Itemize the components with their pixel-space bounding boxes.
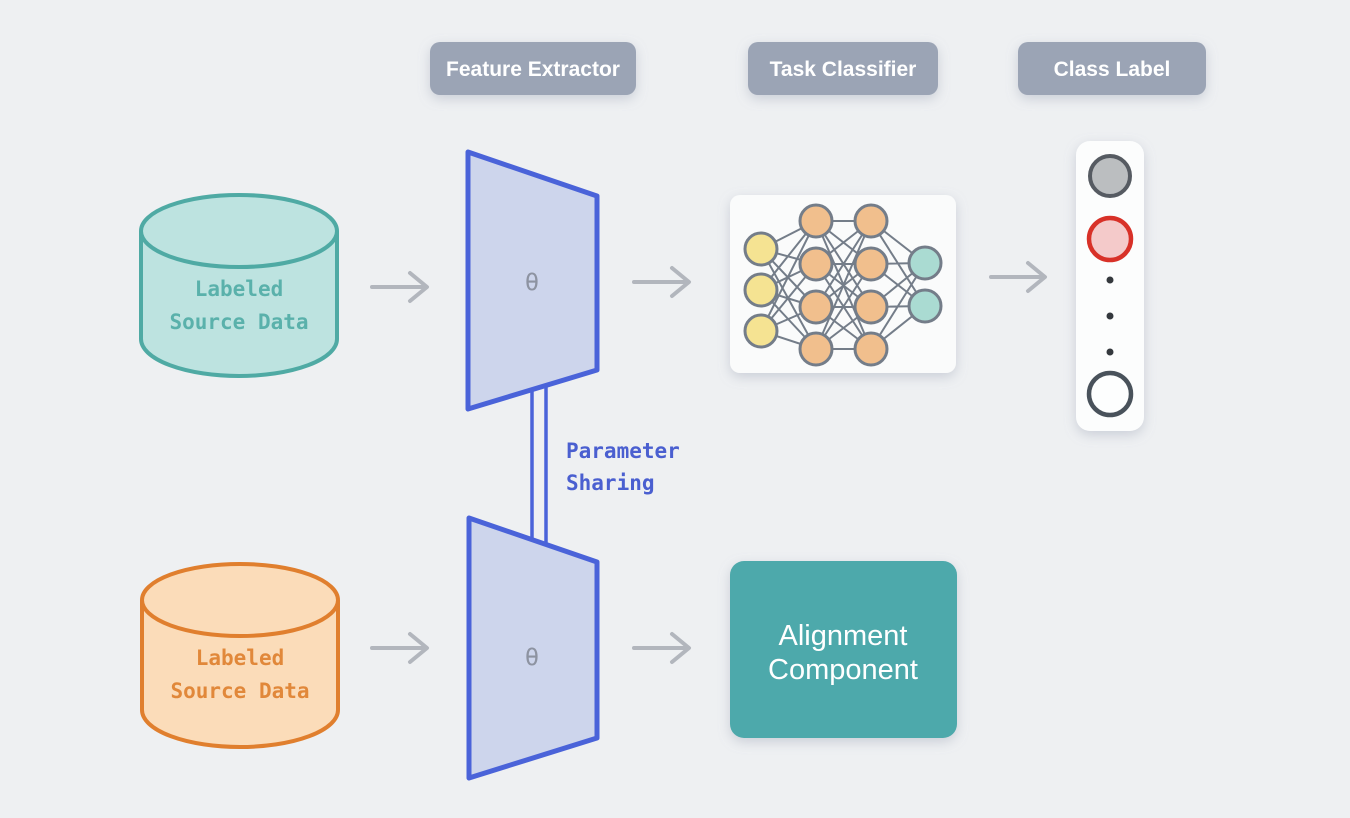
arrow-classifier-to-class-label — [989, 261, 1047, 293]
alignment-box-background — [730, 561, 957, 738]
trapezoid-shape — [465, 149, 600, 412]
trapezoid-shape — [466, 515, 600, 781]
nn-hidden-node — [853, 331, 889, 367]
arrow-source-top-to-extractor — [370, 271, 429, 303]
database-cylinder-top-rim — [139, 193, 339, 269]
class-circle-gray-icon — [1088, 154, 1132, 198]
nn-input-node — [743, 313, 779, 349]
feature-extractor-bottom: θ — [466, 515, 600, 781]
pill-background — [748, 42, 938, 95]
source-top-label-line2: Source Data — [169, 310, 308, 334]
class-circle-red-icon — [1086, 215, 1134, 263]
pill-background — [1018, 42, 1206, 95]
parameter-sharing-line2: Sharing — [566, 471, 655, 495]
database-cylinder-icon — [140, 600, 340, 749]
nn-edges-layer2-3 — [815, 220, 872, 350]
feature-extractor-pill-label: Feature Extractor — [446, 58, 620, 81]
feature-extractor-top: θ — [465, 149, 600, 412]
class-label-column — [1076, 141, 1144, 431]
theta-symbol: θ — [525, 643, 539, 671]
parameter-sharing-line1: Parameter — [566, 439, 680, 463]
nn-hidden-node — [853, 289, 889, 325]
source-top-label-line1: Labeled — [195, 277, 284, 301]
nn-hidden-node — [853, 246, 889, 282]
nn-input-node — [743, 231, 779, 267]
class-label-card — [1076, 141, 1144, 431]
nn-edges-layer1-2 — [760, 220, 817, 350]
database-cylinder-top-rim — [140, 562, 340, 638]
task-classifier-node — [730, 195, 956, 373]
nn-hidden-node — [798, 289, 834, 325]
source-bottom-label-line2: Source Data — [170, 679, 309, 703]
ellipsis-dot — [1106, 348, 1114, 356]
ellipsis-dot — [1106, 312, 1114, 320]
arrow-source-bottom-to-extractor — [370, 632, 429, 664]
pill-background — [430, 42, 636, 95]
class-label-pill: Class Label — [1018, 42, 1206, 95]
source-database-bottom: Labeled Source Data — [140, 562, 340, 749]
nn-hidden-node — [798, 331, 834, 367]
nn-output-node — [907, 288, 943, 324]
ellipsis-dot — [1106, 276, 1114, 284]
parameter-sharing-label: Parameter Sharing — [566, 439, 680, 495]
nn-input-node — [743, 272, 779, 308]
class-circle-open-icon — [1086, 370, 1134, 418]
nn-edges-layer3-4 — [870, 220, 926, 350]
arrow-extractor-to-alignment — [632, 632, 691, 664]
arrow-extractor-to-classifier — [632, 266, 691, 298]
feature-extractor-pill: Feature Extractor — [430, 42, 636, 95]
source-bottom-label-line1: Labeled — [196, 646, 285, 670]
nn-hidden-node — [798, 246, 834, 282]
nn-hidden-node — [798, 203, 834, 239]
alignment-label-line2: Component — [768, 654, 918, 686]
alignment-label-line1: Alignment — [779, 620, 908, 652]
task-classifier-pill: Task Classifier — [748, 42, 938, 95]
source-database-top: Labeled Source Data — [139, 193, 339, 378]
parameter-sharing-lines — [530, 378, 548, 552]
nn-output-node — [907, 245, 943, 281]
theta-symbol: θ — [525, 268, 539, 296]
nn-hidden-node — [853, 203, 889, 239]
alignment-component-box: Alignment Component — [730, 561, 957, 738]
task-classifier-pill-label: Task Classifier — [770, 58, 917, 81]
class-label-pill-label: Class Label — [1054, 58, 1171, 81]
database-cylinder-icon — [139, 231, 339, 378]
neural-network-icon — [743, 203, 943, 367]
